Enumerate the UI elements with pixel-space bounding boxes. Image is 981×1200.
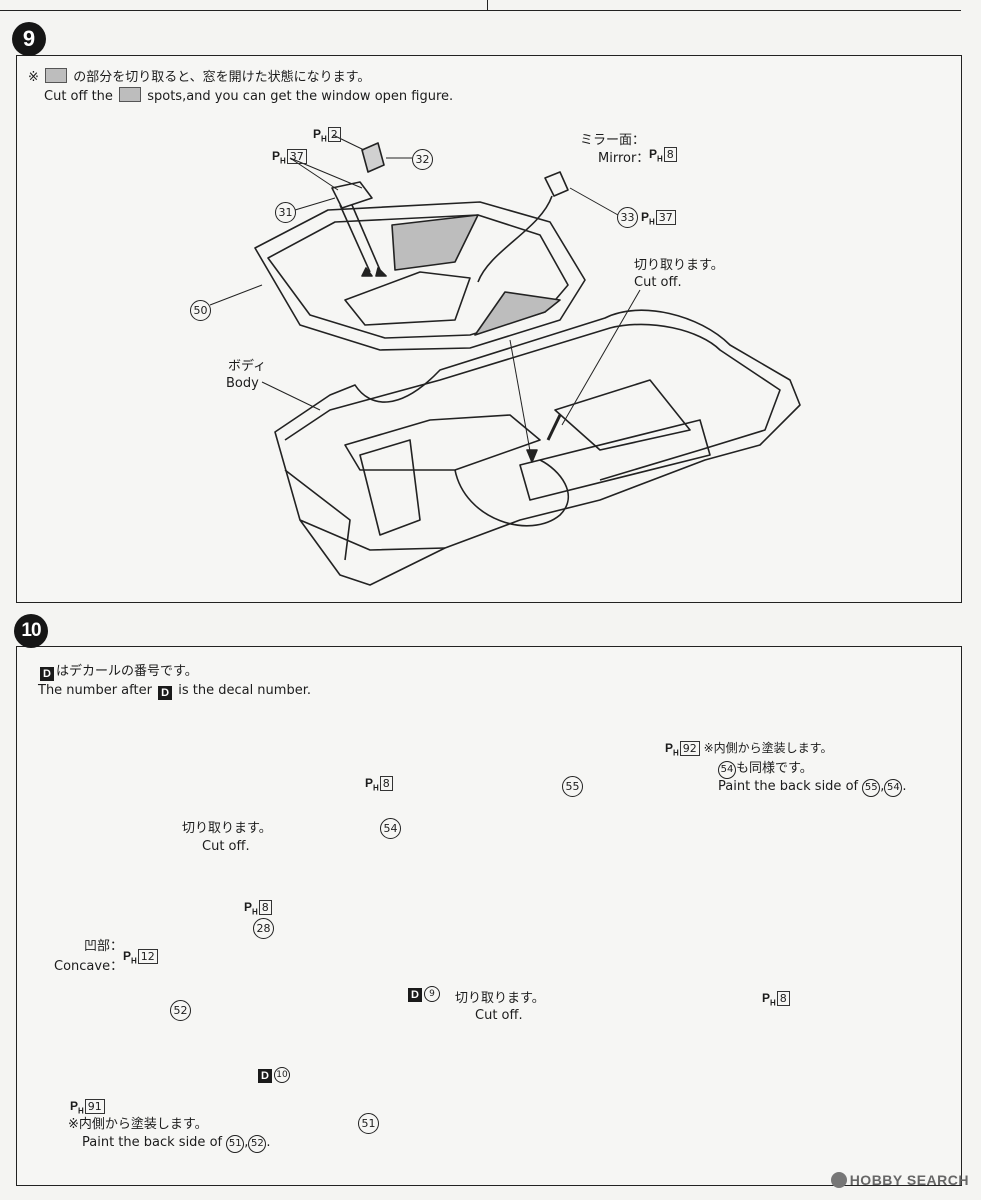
part-32: 32 (412, 149, 433, 170)
part-54: 54 (380, 818, 401, 839)
concave-label-en: Concave： (54, 959, 124, 974)
body-label-jp: ボディ (228, 359, 267, 374)
mirror-label-jp: ミラー面： (580, 133, 646, 148)
gray-area-swatch (119, 87, 142, 102)
mirror-label-en: Mirror： (598, 151, 650, 166)
ph91-note-en: Paint the back side of 51,52. (82, 1134, 271, 1153)
cut-label-jp: 切り取ります。 (634, 258, 724, 273)
part-52: 52 (170, 1000, 191, 1021)
concave-label-jp: 凹部： (84, 939, 124, 954)
hobby-search-logo-icon (830, 1172, 847, 1188)
decal-note-en: The number after D is the decal number. (38, 683, 311, 700)
part-55: 55 (562, 776, 583, 797)
previous-section-border (0, 0, 981, 18)
body-label-en: Body (226, 376, 259, 391)
cut2-label-en: Cut off. (475, 1008, 523, 1023)
step-10-panel (16, 646, 962, 1186)
gray-area-swatch (45, 68, 68, 83)
step-9-note-jp: ※ の部分を切り取ると、窓を開けた状態になります。 (28, 68, 371, 85)
part-51: 51 (358, 1113, 379, 1134)
ph91-note-jp: ※内側から塗装します。 (68, 1117, 208, 1132)
body-part (274, 309, 801, 586)
part-28: 28 (253, 918, 274, 939)
cut-label-en: Cut off. (634, 275, 682, 290)
cut1-label-jp: 切り取ります。 (182, 821, 272, 836)
step-10-number: 10 (14, 614, 48, 648)
cut1-label-en: Cut off. (202, 839, 250, 854)
step-9-number: 9 (12, 22, 46, 56)
ph92-note-en: Paint the back side of 55,54. (718, 778, 907, 797)
interior-tub-part-50 (254, 201, 586, 351)
part-50: 50 (190, 300, 211, 321)
step-9-note-en: Cut off the spots,and you can get the wi… (44, 87, 454, 104)
hobby-search-watermark: HOBBY SEARCH (830, 1172, 969, 1188)
cut2-label-jp: 切り取ります。 (455, 991, 545, 1006)
part-33: 33 (617, 207, 638, 228)
part-31: 31 (275, 202, 296, 223)
